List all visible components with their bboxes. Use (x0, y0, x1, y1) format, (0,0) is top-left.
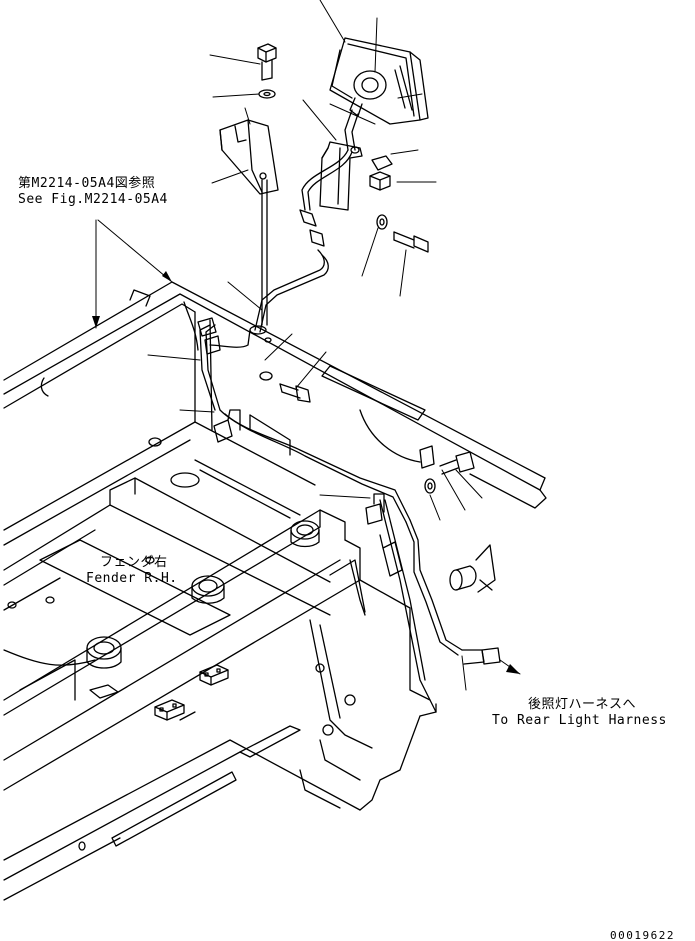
lamp-nut-and-washer (369, 155, 393, 230)
right-side-hardware (419, 445, 496, 593)
work-lamp (329, 37, 429, 151)
harness-label-en: To Rear Light Harness (492, 713, 667, 728)
harness-clamps (197, 317, 403, 577)
lamp-bolt (393, 231, 429, 253)
rail-bolt (183, 301, 426, 421)
harness-wire (199, 149, 501, 701)
reference-label-en: See Fig.M2214-05A4 (18, 192, 168, 207)
drawing-code: 00019622 (610, 929, 675, 941)
small-blocks (89, 664, 229, 721)
top-rail (3, 281, 547, 509)
leader-arrowheads (92, 271, 520, 674)
lamp-bracket (319, 141, 363, 211)
leader-lines (95, 0, 483, 691)
upper-bolt (257, 43, 277, 99)
harness-label-jp: 後照灯ハーネスへ (528, 697, 637, 712)
mount-bracket (219, 119, 279, 195)
fender-label-en: Fender R.H. (86, 571, 178, 586)
fender-deck (3, 311, 331, 666)
stay-rods (249, 179, 273, 381)
harness-direction-arrow (499, 659, 521, 675)
reference-label-jp: 第M2214-05A4図参照 (18, 176, 156, 191)
fender-label-jp: フェンダ右 (100, 555, 168, 570)
bushings (86, 520, 320, 669)
lower-frame (3, 509, 437, 901)
